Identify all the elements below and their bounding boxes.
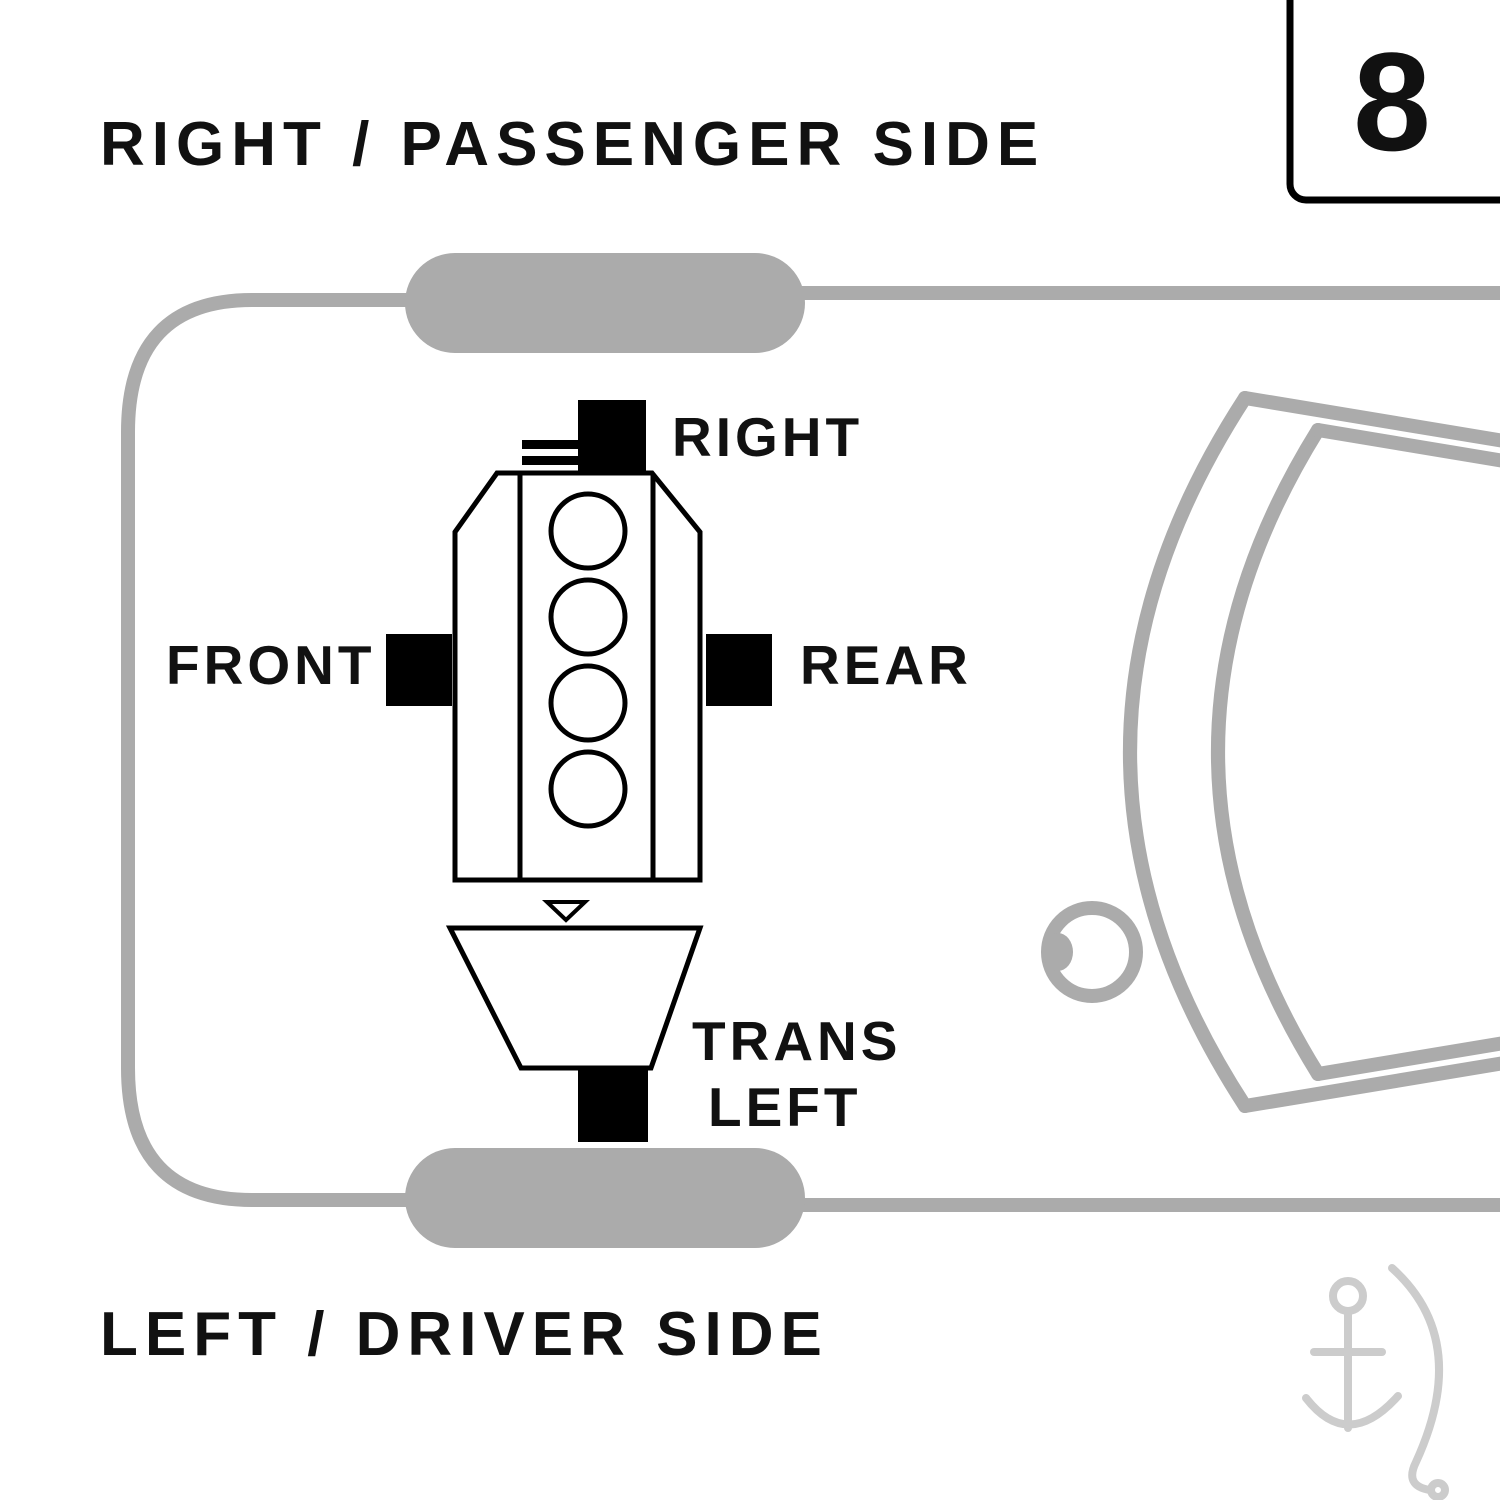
tire-capsule-left bbox=[405, 1148, 805, 1248]
trans-funnel-icon bbox=[541, 900, 591, 923]
windshield-outer-arc bbox=[1123, 391, 1252, 1113]
front-mount-block bbox=[386, 634, 452, 706]
transmission-outline bbox=[445, 925, 704, 1071]
engine-assembly bbox=[386, 400, 772, 1142]
front-mount-label: FRONT bbox=[166, 634, 375, 696]
logo-swoosh-dot bbox=[1427, 1479, 1449, 1500]
cylinder-2 bbox=[548, 577, 628, 657]
trans-mount-label-line2: LEFT bbox=[708, 1076, 861, 1138]
hood-line-bottom-outer bbox=[1238, 1056, 1500, 1113]
rear-mount-label: REAR bbox=[800, 634, 972, 696]
vehicle-outline bbox=[121, 253, 1500, 1248]
anchor-fluke bbox=[1302, 1392, 1402, 1429]
windshield-inner-arc bbox=[1211, 423, 1325, 1081]
bottom-side-title: LEFT / DRIVER SIDE bbox=[100, 1300, 829, 1369]
hood-line-top-outer bbox=[1238, 391, 1500, 448]
cylinder-4 bbox=[548, 749, 628, 829]
page-number-box: 8 bbox=[1286, 0, 1500, 204]
top-side-title: RIGHT / PASSENGER SIDE bbox=[100, 110, 1045, 179]
page-number-text: 8 bbox=[1353, 23, 1431, 180]
right-mount-prong-1 bbox=[522, 440, 580, 449]
steering-column-dot bbox=[1043, 933, 1073, 971]
hood-line-bottom-inner bbox=[1311, 1036, 1500, 1081]
right-mount-label: RIGHT bbox=[672, 406, 863, 468]
trans-left-mount-block bbox=[578, 1070, 648, 1142]
vehicle-front-bumper-outline bbox=[121, 293, 547, 1207]
anchor-logo-icon bbox=[1302, 1264, 1449, 1500]
trans-mount-label-line1: TRANS bbox=[692, 1010, 901, 1072]
right-mount-block bbox=[578, 400, 646, 472]
right-mount-prong-2 bbox=[522, 456, 580, 465]
tire-capsule-right bbox=[405, 253, 805, 353]
page-number-border bbox=[1286, 0, 1500, 204]
cylinder-3 bbox=[548, 663, 628, 743]
logo-swoosh bbox=[1388, 1264, 1443, 1494]
rear-mount-block bbox=[706, 634, 772, 706]
cylinder-1 bbox=[548, 491, 628, 571]
hood-line-top-inner bbox=[1311, 423, 1500, 468]
